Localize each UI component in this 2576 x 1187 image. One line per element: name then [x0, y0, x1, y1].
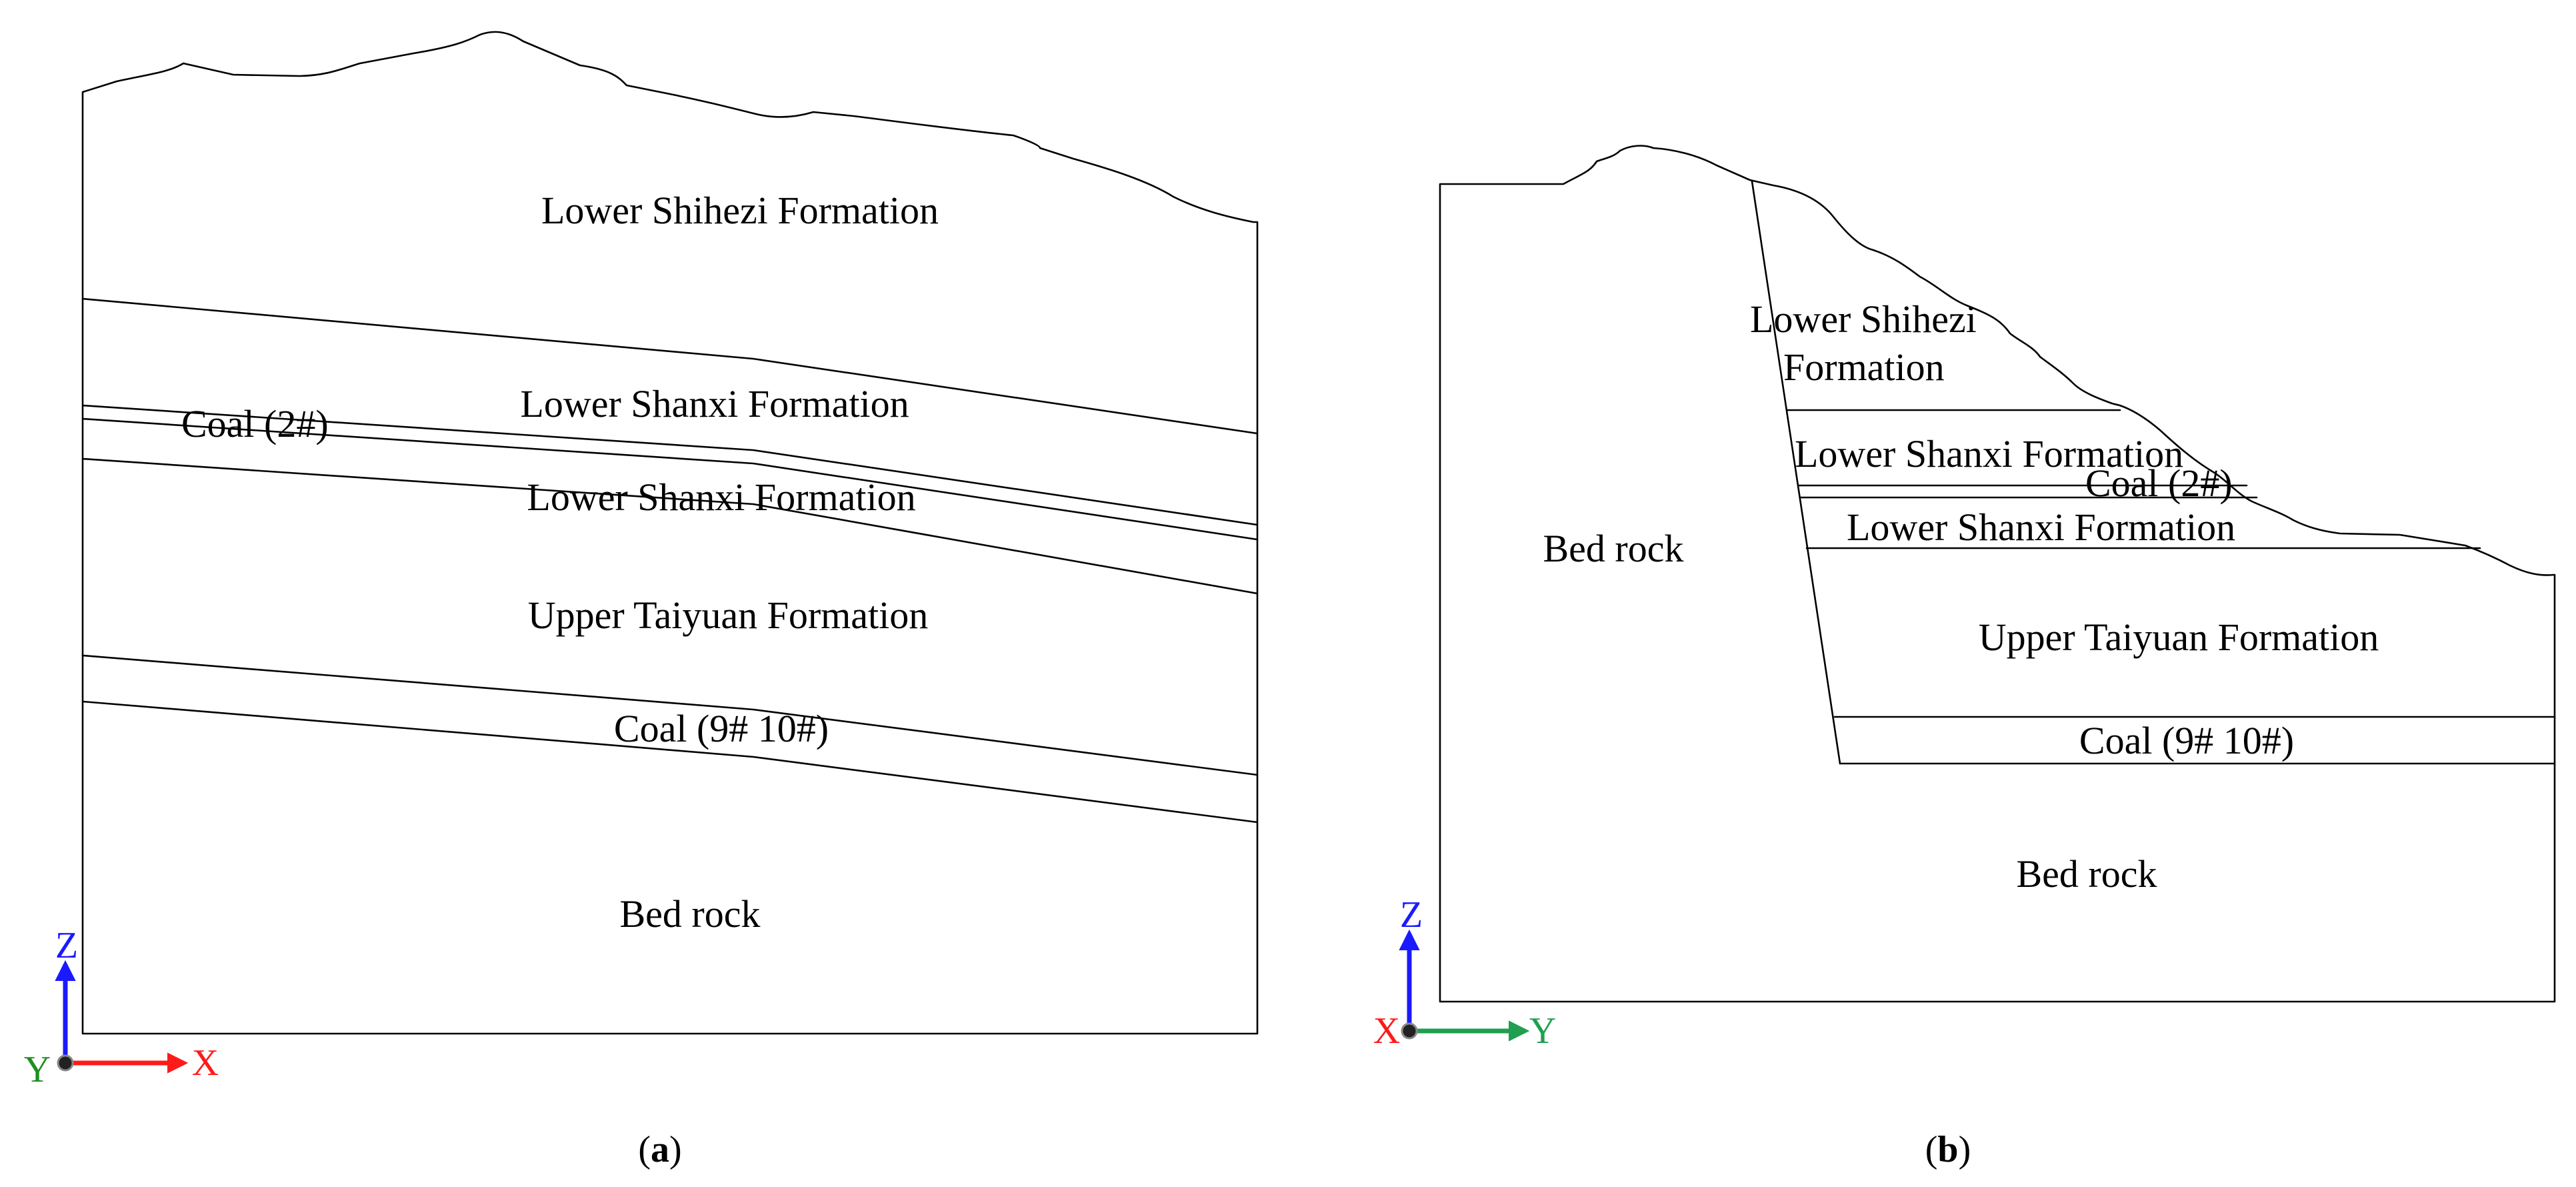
panel-b-label-lower-shanxi-lower: Lower Shanxi Formation: [1847, 505, 2235, 549]
panel-a-label-coal-9-10: Coal (9# 10#): [614, 707, 829, 750]
panel-a-label-bed-rock: Bed rock: [620, 892, 761, 936]
panel-a-shanxi-taiyuan-boundary: [81, 457, 1259, 595]
panel-a-label-upper-taiyuan: Upper Taiyuan Formation: [528, 594, 929, 637]
panel-a-axis-triad: Z X Y: [24, 925, 219, 1090]
panel-b-label-lower-shihezi-line2: Formation: [1783, 345, 1945, 389]
panel-b-label-lower-shanxi-upper: Lower Shanxi Formation: [1795, 432, 2183, 475]
panel-a-coal9-top-boundary: [81, 654, 1259, 776]
panel-b-axis-triad: Z Y X: [1373, 894, 1556, 1052]
panel-b-y-axis-label: Y: [1529, 1010, 1556, 1052]
panel-b-z-axis-label: Z: [1400, 894, 1423, 936]
panel-b-fault-line: [1751, 180, 1841, 765]
panel-a-axis-origin: [57, 1054, 74, 1072]
panel-a-label-lower-shanxi-upper: Lower Shanxi Formation: [520, 382, 909, 425]
panel-a-y-axis-label: Y: [24, 1049, 51, 1090]
panel-b-label-coal-9-10: Coal (9# 10#): [2079, 719, 2294, 762]
panel-b-label-upper-taiyuan: Upper Taiyuan Formation: [1979, 616, 2379, 659]
panel-a-shihezi-shanxi-boundary: [81, 297, 1259, 435]
panel-a-caption-letter: a: [651, 1129, 669, 1170]
panel-a-coal2-bottom-boundary: [81, 417, 1259, 541]
panel-b-model-outline: [1439, 145, 2556, 1003]
panel-a-label-lower-shanxi-lower: Lower Shanxi Formation: [527, 475, 915, 519]
panel-b: Bed rock Lower Shihezi Formation Lower S…: [1373, 145, 2556, 1170]
panel-b-caption-letter: b: [1937, 1129, 1958, 1170]
panel-a-coal2-top-boundary: [81, 404, 1259, 526]
panel-a-z-axis-label: Z: [55, 925, 78, 966]
panel-a-x-axis-label: X: [192, 1042, 219, 1084]
panel-a-label-coal-2: Coal (2#): [181, 402, 329, 445]
panel-b-label-bed-rock-right: Bed rock: [2017, 852, 2157, 896]
panel-a-model-outline: [81, 31, 1259, 1035]
panel-b-label-lower-shihezi-line1: Lower Shihezi: [1750, 297, 1977, 341]
panel-b-label-bed-rock-left: Bed rock: [1543, 527, 1684, 570]
panel-a-coal9-bottom-boundary: [81, 700, 1259, 824]
panel-a-label-lower-shihezi: Lower Shihezi Formation: [541, 189, 939, 232]
panel-b-axis-origin: [1401, 1022, 1418, 1040]
panel-b-x-axis-label: X: [1373, 1010, 1400, 1052]
panel-a-caption: (a): [638, 1129, 681, 1170]
panel-a: Lower Shihezi Formation Lower Shanxi For…: [24, 31, 1259, 1170]
panel-b-caption: (b): [1925, 1129, 1971, 1170]
panel-b-label-coal-2: Coal (2#): [2085, 461, 2233, 505]
